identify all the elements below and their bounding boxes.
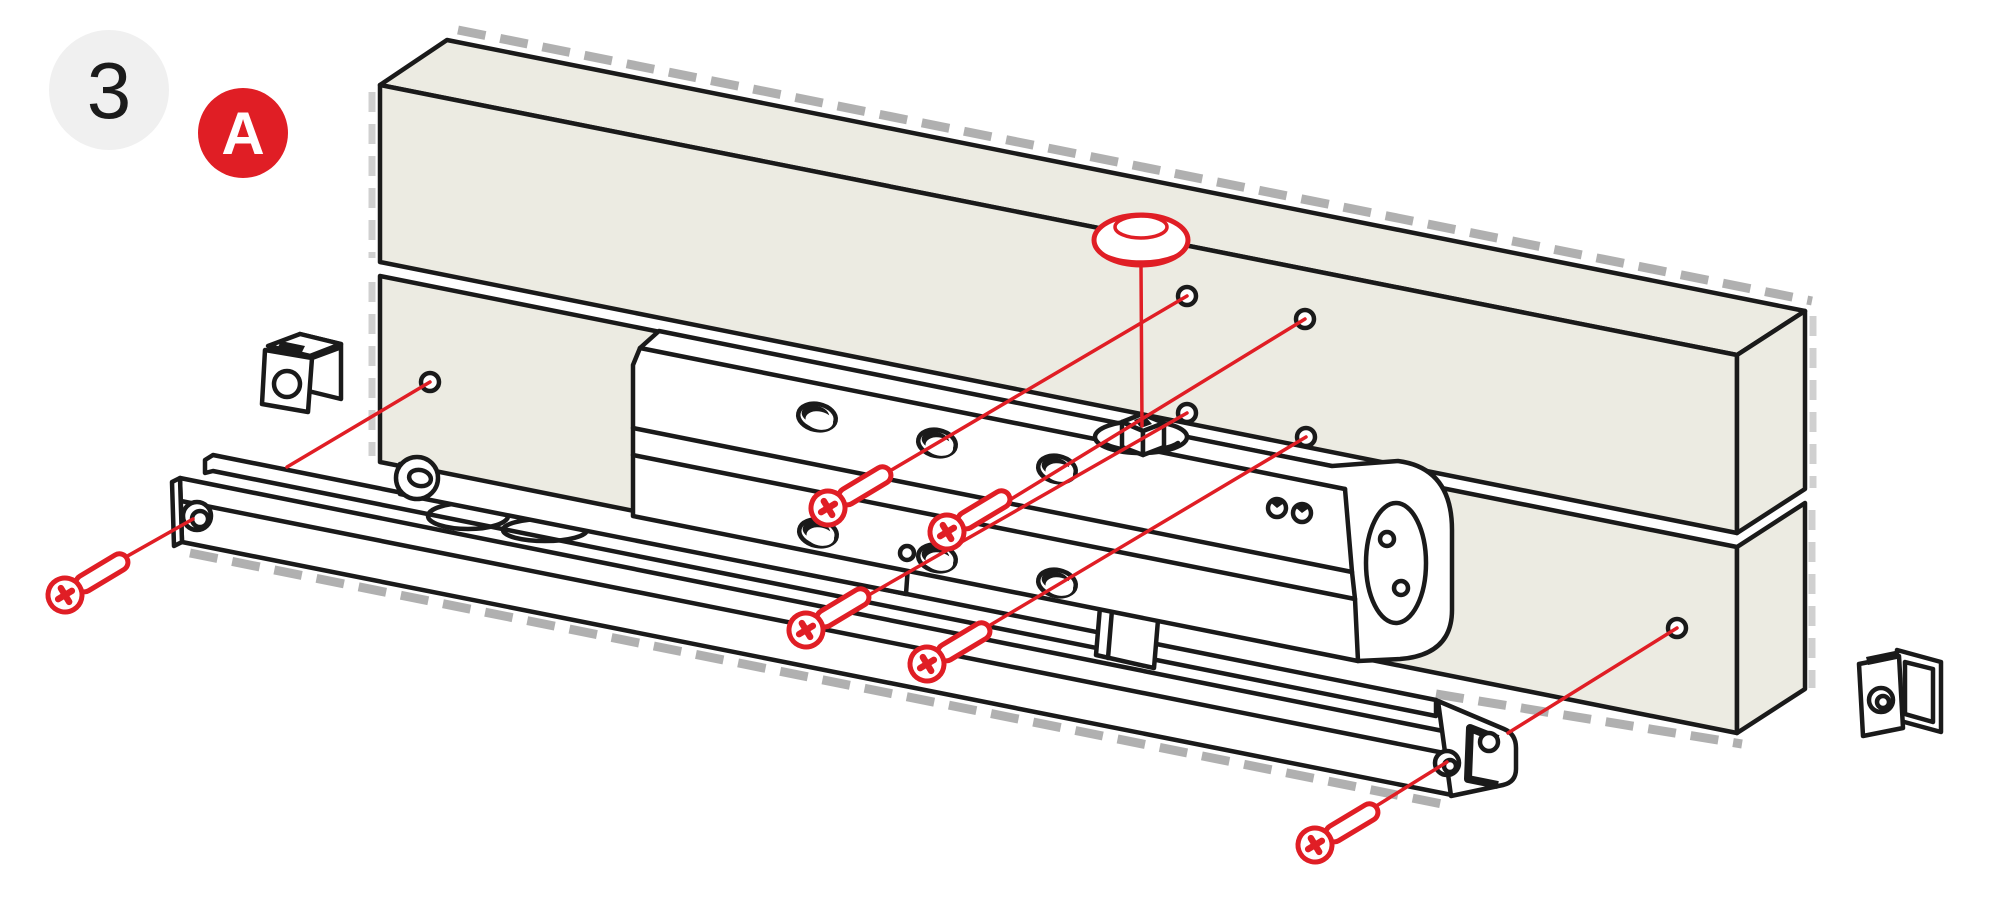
clip-frame-window (1902, 659, 1936, 725)
phillips-cross-icon (817, 497, 839, 519)
body-valve-holes (1265, 496, 1314, 525)
leader-cover-cap (1139, 264, 1144, 428)
step-number: 3 (87, 46, 132, 135)
mounting-clip-right (1856, 647, 1944, 739)
end-cap-hole (1377, 529, 1397, 549)
phillips-cross-icon (916, 653, 938, 675)
leader-rail-right (1506, 626, 1679, 735)
phillips-cross-icon (936, 521, 958, 543)
phillips-cross-icon (1304, 834, 1326, 856)
end-cap-face (1363, 500, 1429, 626)
body-end-cap (1363, 500, 1429, 626)
clip-edge (309, 345, 342, 361)
clip-hole-inner (1874, 693, 1892, 711)
fixing-screw (907, 620, 993, 684)
variant-letter: A (221, 100, 264, 167)
variant-badge-circle (198, 88, 288, 178)
upper-panel-end-face (1734, 308, 1808, 536)
body-endcap-divider (1342, 486, 1361, 664)
leader-rail-left (285, 380, 432, 469)
fixing-screw (786, 586, 872, 650)
arm-pivot-hole (406, 467, 434, 489)
clip-top-slot (1866, 651, 1897, 665)
clip-front-plate (259, 347, 315, 415)
lower-panel-end-face (1734, 500, 1808, 736)
lower-panel-bottom-shadow (1435, 689, 1743, 749)
step-badge: 3 (49, 30, 169, 150)
clip-hole (271, 368, 303, 400)
body-face-divider-2 (630, 452, 1358, 602)
phillips-cross-icon (54, 584, 76, 606)
fixing-screw (1295, 801, 1381, 865)
fixing-screw (808, 464, 894, 528)
leader-screw6 (1371, 760, 1449, 810)
rail-top-hole (1477, 730, 1501, 754)
upper-panel (368, 25, 1817, 536)
clip-top-slot (277, 341, 305, 354)
fixing-screw (927, 488, 1013, 552)
end-cap-hole (1391, 578, 1411, 598)
body-small-hole (897, 543, 917, 563)
phillips-cross-icon (795, 619, 817, 641)
clip-hole (1866, 685, 1896, 715)
leader-lines (122, 264, 1679, 810)
cover-cap-top (1113, 214, 1169, 240)
leader-screw3 (865, 411, 1189, 598)
fixing-screw (45, 551, 131, 615)
rail-left-end (169, 475, 185, 549)
fixing-screws (45, 464, 1381, 865)
upper-panel-top-shadow (457, 25, 1813, 306)
variant-badge: A (198, 88, 288, 178)
cover-cap-dome (1091, 212, 1191, 268)
arm-pivot (393, 454, 441, 502)
leader-screw1 (886, 294, 1189, 474)
step-badge-circle (49, 30, 169, 150)
leader-screw2 (1006, 317, 1307, 503)
leader-screw4 (985, 435, 1308, 629)
leader-screw5 (122, 517, 195, 560)
body-top-front-edge (637, 345, 1348, 492)
cover-cap-rim (1092, 241, 1190, 264)
mounting-clip-left (259, 331, 344, 415)
